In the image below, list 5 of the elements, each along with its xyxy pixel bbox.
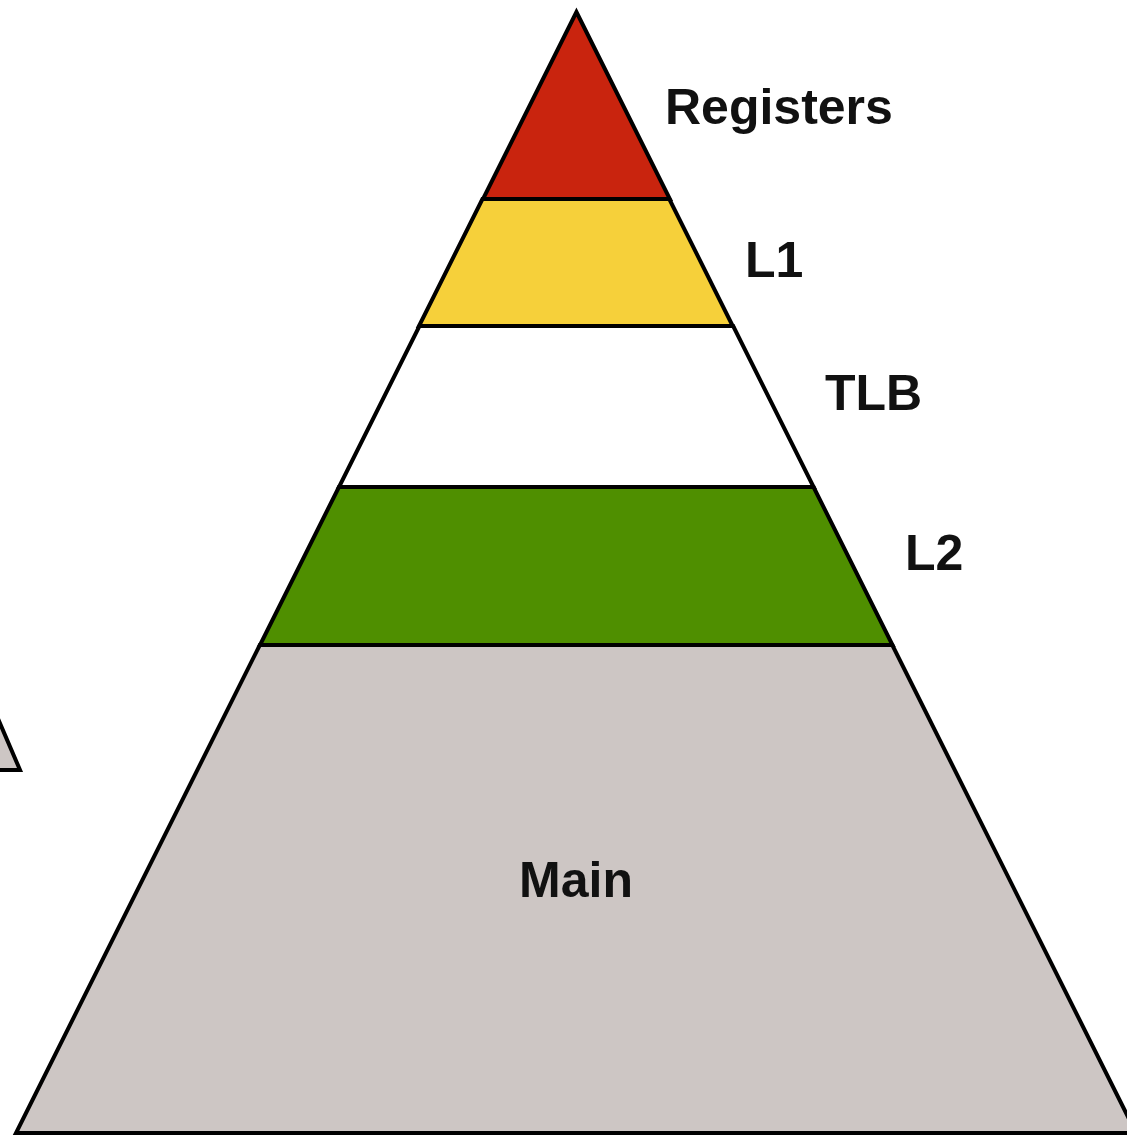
tier-label: Registers [665, 82, 893, 132]
tier-label: L1 [745, 235, 804, 285]
tier-label: Main [519, 855, 633, 905]
tier-label: TLB [825, 368, 923, 418]
tier-label: L2 [905, 528, 964, 578]
